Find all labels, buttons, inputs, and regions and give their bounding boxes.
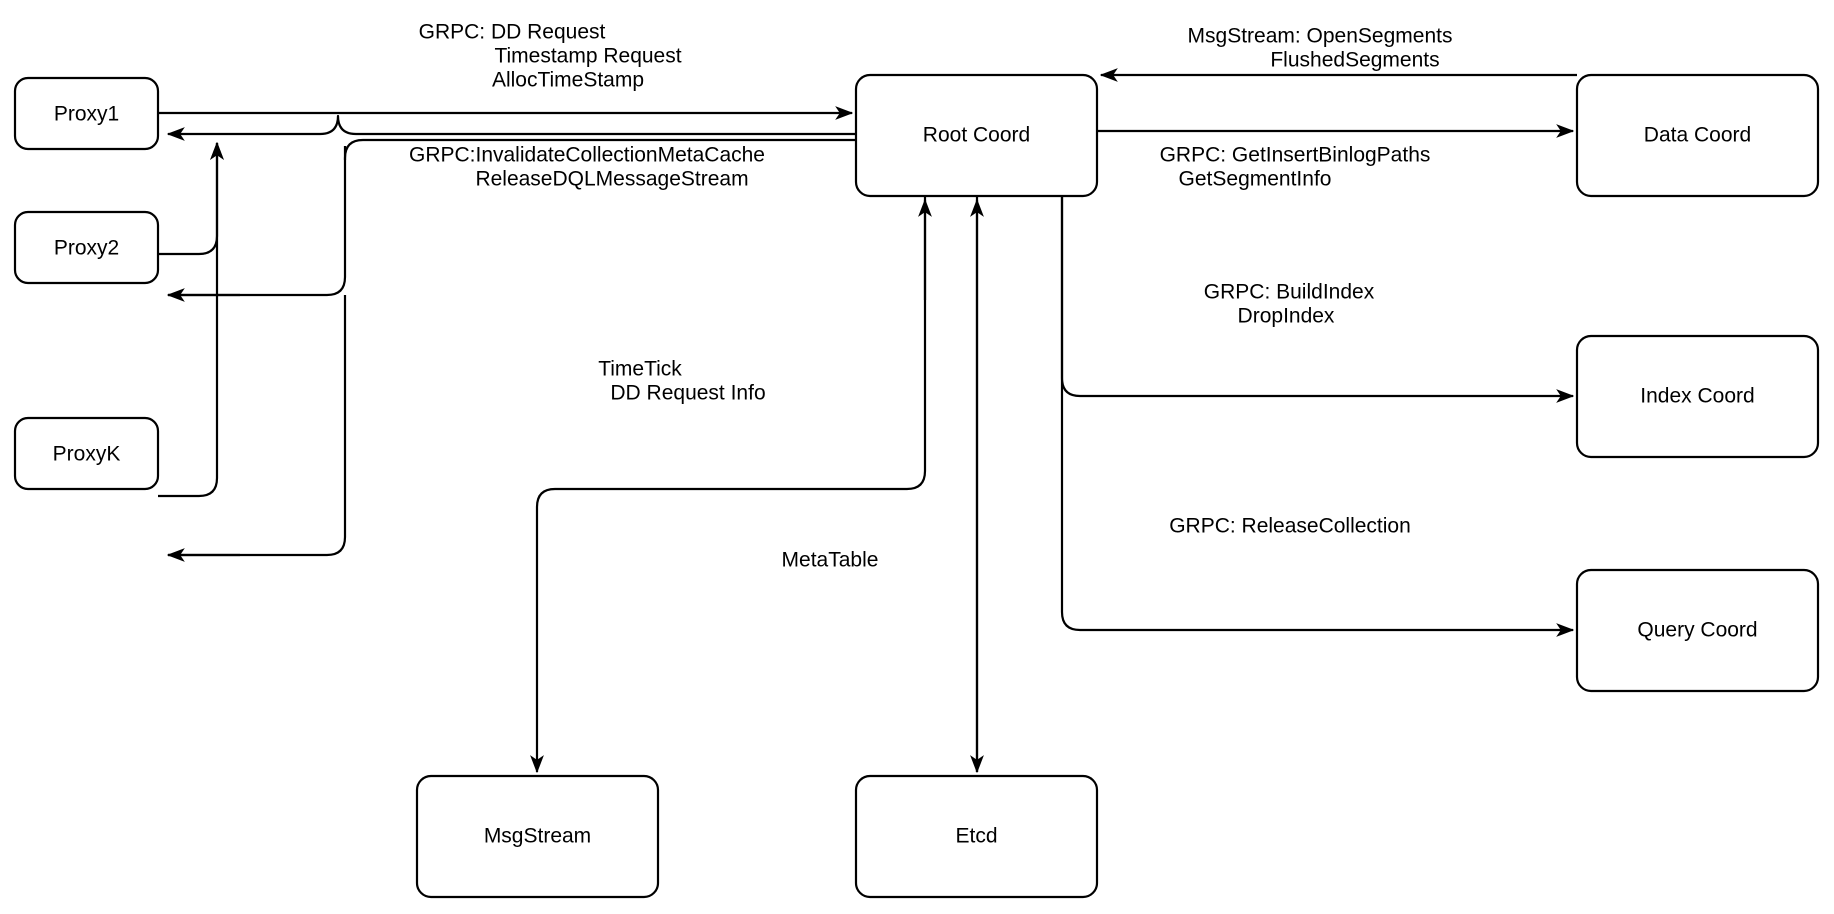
edge-label-root-to-msgstream-line2: DD Request Info bbox=[610, 382, 765, 405]
node-proxy2-label: Proxy2 bbox=[54, 237, 119, 260]
edge-label-proxy-to-root-line2: Timestamp Request bbox=[494, 45, 681, 68]
edge-label-root-to-querycoord: GRPC: ReleaseCollection bbox=[1169, 515, 1411, 538]
edge-label-datacoord-to-root: MsgStream: OpenSegments FlushedSegments bbox=[1188, 25, 1453, 72]
node-proxy1-box[interactable] bbox=[13, 76, 160, 151]
node-msgstream-box[interactable] bbox=[415, 774, 660, 899]
edge-label-root-to-proxy-line1: GRPC:InvalidateCollectionMetaCache bbox=[409, 144, 765, 167]
edge-proxyk-to-rootcoord bbox=[158, 141, 224, 498]
node-root-coord-box[interactable] bbox=[854, 73, 1099, 198]
edge-label-root-to-etcd: MetaTable bbox=[782, 549, 879, 572]
node-msgstream-label: MsgStream bbox=[484, 825, 591, 848]
node-proxyk-box[interactable] bbox=[13, 416, 160, 491]
node-data-coord-label: Data Coord bbox=[1644, 124, 1751, 147]
edge-rootcoord-to-msgstream bbox=[530, 196, 927, 774]
edge-label-root-to-indexcoord-line2: DropIndex bbox=[1238, 305, 1335, 328]
edge-label-proxy-to-root-line3: AllocTimeStamp bbox=[492, 69, 644, 92]
node-etcd-label: Etcd bbox=[955, 825, 997, 848]
node-proxy1-label: Proxy1 bbox=[54, 103, 119, 126]
node-proxyk[interactable]: ProxyK bbox=[13, 416, 160, 491]
edge-rootcoord-proxy-vertical-trunk bbox=[168, 146, 347, 297]
edge-label-root-to-datacoord-line2: GetSegmentInfo bbox=[1179, 168, 1332, 191]
node-msgstream[interactable]: MsgStream bbox=[415, 774, 660, 899]
node-query-coord-label: Query Coord bbox=[1637, 619, 1757, 642]
node-proxyk-label: ProxyK bbox=[53, 443, 121, 466]
edge-label-datacoord-to-root-line1: MsgStream: OpenSegments bbox=[1188, 25, 1453, 48]
edge-rootcoord-to-querycoord bbox=[1060, 196, 1575, 637]
edge-rootcoord-to-proxy1-line bbox=[166, 114, 856, 141]
edge-label-root-to-datacoord-line1: GRPC: GetInsertBinlogPaths bbox=[1160, 144, 1431, 167]
edge-label-root-to-etcd-line1: MetaTable bbox=[782, 549, 879, 572]
edge-label-root-to-msgstream-line1: TimeTick bbox=[598, 358, 682, 381]
node-query-coord[interactable]: Query Coord bbox=[1575, 568, 1820, 693]
node-etcd[interactable]: Etcd bbox=[854, 774, 1099, 899]
node-index-coord-box[interactable] bbox=[1575, 334, 1820, 459]
edge-label-proxy-to-root: GRPC: DD Request Timestamp Request Alloc… bbox=[419, 21, 682, 92]
edge-label-root-to-indexcoord-line1: GRPC: BuildIndex bbox=[1204, 281, 1375, 304]
edge-label-root-to-proxy: GRPC:InvalidateCollectionMetaCache Relea… bbox=[409, 144, 765, 191]
edge-rootcoord-proxy-trunk-corner bbox=[343, 138, 856, 160]
edge-proxy2-to-rootcoord bbox=[158, 141, 224, 256]
edge-label-root-to-proxy-line2: ReleaseDQLMessageStream bbox=[475, 168, 748, 191]
edge-label-proxy-to-root-line1: GRPC: DD Request bbox=[419, 21, 606, 44]
node-data-coord-box[interactable] bbox=[1575, 73, 1820, 198]
node-data-coord[interactable]: Data Coord bbox=[1575, 73, 1820, 198]
node-proxy1[interactable]: Proxy1 bbox=[13, 76, 160, 151]
node-proxy2[interactable]: Proxy2 bbox=[13, 210, 160, 285]
edge-label-root-to-msgstream: TimeTick DD Request Info bbox=[598, 358, 765, 405]
edge-label-root-to-datacoord: GRPC: GetInsertBinlogPaths GetSegmentInf… bbox=[1160, 144, 1431, 191]
node-etcd-box[interactable] bbox=[854, 774, 1099, 899]
node-root-coord[interactable]: Root Coord bbox=[854, 73, 1099, 198]
node-query-coord-box[interactable] bbox=[1575, 568, 1820, 693]
node-proxy2-box[interactable] bbox=[13, 210, 160, 285]
edge-label-root-to-querycoord-line1: GRPC: ReleaseCollection bbox=[1169, 515, 1411, 538]
node-index-coord-label: Index Coord bbox=[1640, 385, 1754, 408]
edge-rootcoord-proxy-vertical-trunk-lower bbox=[168, 295, 347, 557]
node-index-coord[interactable]: Index Coord bbox=[1575, 334, 1820, 459]
edge-label-datacoord-to-root-line2: FlushedSegments bbox=[1270, 49, 1439, 72]
edge-label-root-to-indexcoord: GRPC: BuildIndex DropIndex bbox=[1204, 281, 1375, 328]
node-root-coord-label: Root Coord bbox=[923, 124, 1030, 147]
